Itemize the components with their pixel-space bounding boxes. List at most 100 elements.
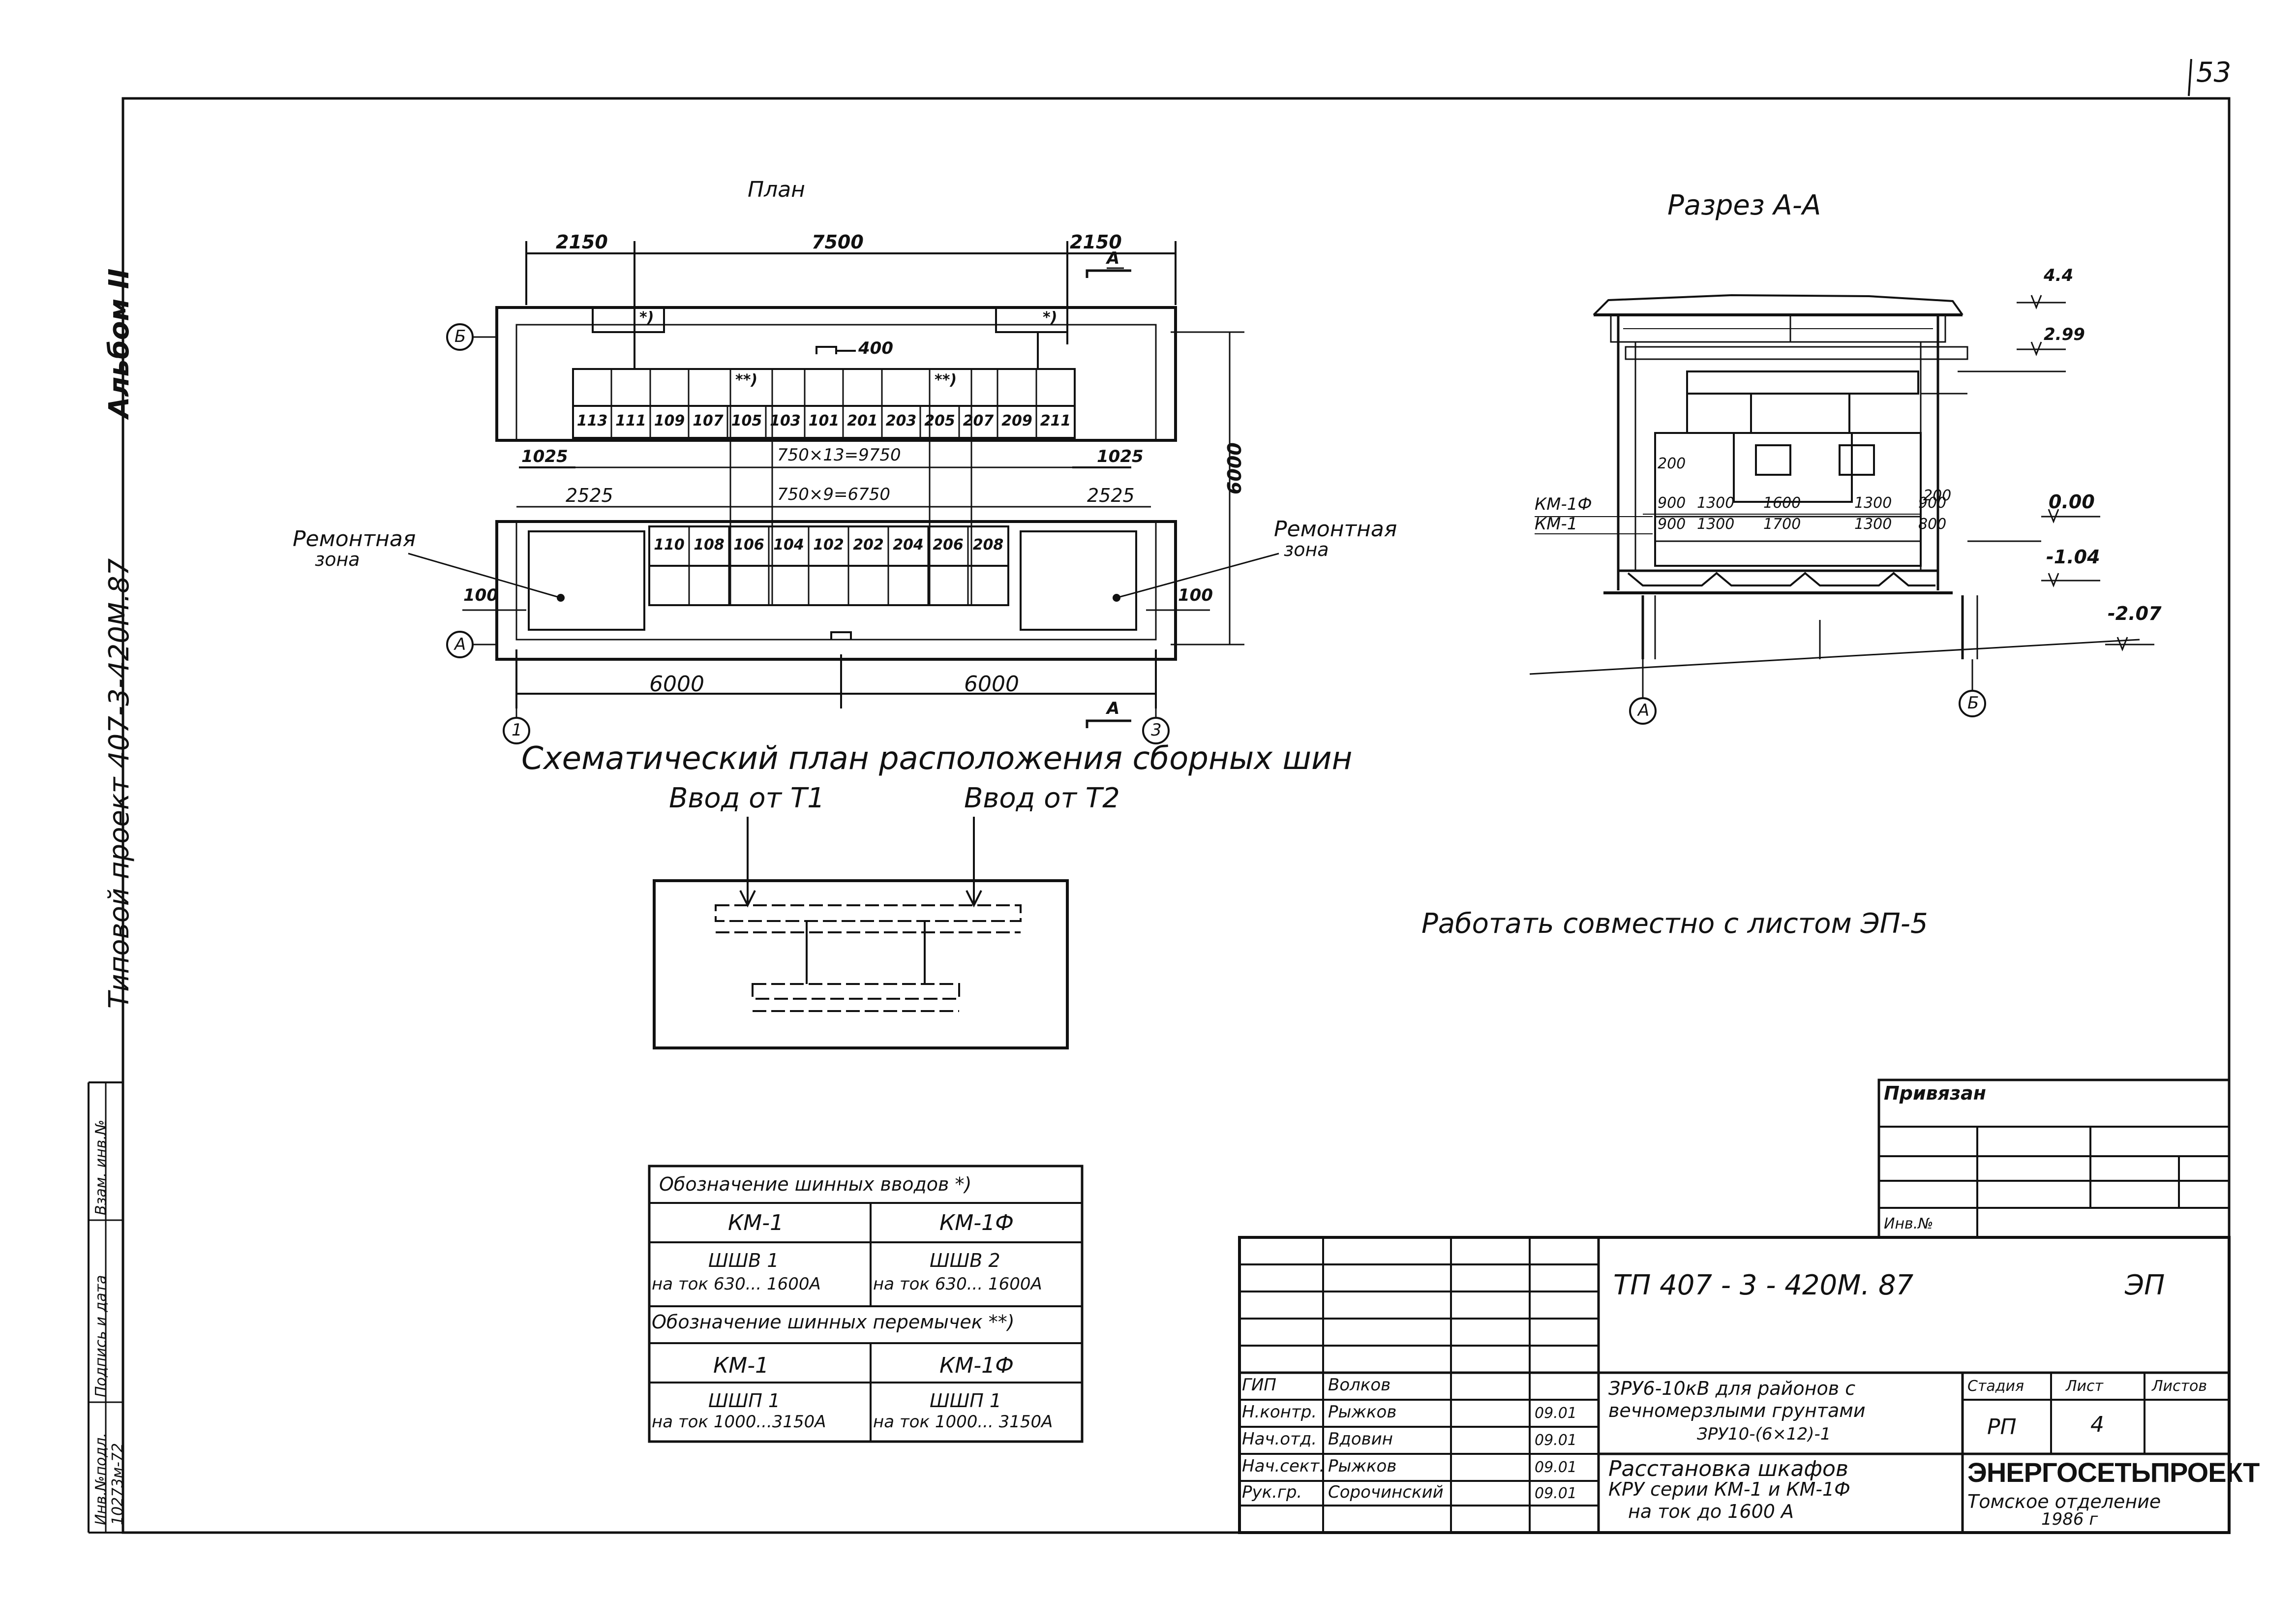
cell-113: 113 [576,412,608,430]
schematic-title: Схематический план расположения сборных … [521,740,1353,777]
cell-102: 102 [813,536,844,554]
tb-name-4: Рыжков [1328,1456,1397,1476]
album-label: Альбом II [103,268,135,418]
tb-date-5: 09.01 [1535,1485,1577,1502]
tb-stage-label: Стадия [1967,1378,2024,1395]
plan-dim-2525-left: 2525 [566,485,613,506]
tb-stage-value: РП [1987,1414,2017,1440]
designations-r2c1: КМ-1 [713,1353,769,1378]
plan-dim-2525-right: 2525 [1087,485,1135,506]
tb-role-3: Нач.отд. [1242,1429,1317,1449]
section-level-2-99: 2.99 [2044,325,2085,344]
section-km1-dim-1: 900 [1658,516,1686,533]
tb-section-code: ЭП [2125,1269,2165,1301]
cell-104: 104 [773,536,804,554]
cell-106: 106 [733,536,764,554]
section-level-4-4: 4.4 [2044,266,2074,285]
designations-title: Обозначение шинных вводов *) [659,1173,972,1195]
title-block-lines [1238,1078,2231,1534]
plan-dim-bottom-2: 6000 [964,672,1019,697]
tb-sheet-title-line2: КРУ серии КМ-1 и КМ-1Ф [1608,1478,1850,1500]
tb-role-5: Рук.гр. [1242,1482,1302,1502]
tb-object-line1: ЗРУ6-10кВ для районов с [1608,1378,1856,1399]
section-km1f-dim-1: 900 [1658,494,1686,512]
section-title: Разрез А-А [1667,189,1821,221]
section-axis-b: Б [1967,693,1979,713]
designations-r3c1-desc: на ток 1000...3150А [652,1412,826,1432]
cell-207: 207 [963,412,994,430]
plan-drawing [408,241,1279,744]
section-dim-200-b: 200 [1923,487,1952,504]
tb-object-line3: ЗРУ10-(6×12)-1 [1697,1424,1831,1444]
section-km1f-dim-5: 900 [1918,494,1947,512]
cell-101: 101 [808,412,840,430]
project-side-label: Типовой проект 407-3-420М.87 [103,558,135,1009]
section-level-m1-04: -1.04 [2046,546,2100,568]
designations-r3c2-desc: на ток 1000... 3150А [873,1412,1053,1432]
section-km1-dim-2: 1300 [1697,516,1735,533]
section-km1f-label: КМ-1Ф [1535,494,1592,514]
cell-211: 211 [1040,412,1071,430]
repair-zone-left-line1: Ремонтная [293,526,416,552]
cell-202: 202 [853,536,884,554]
designations-r1c1-desc: на ток 630... 1600А [652,1274,821,1294]
cell-108: 108 [694,536,725,554]
plan-dim-1025-right: 1025 [1097,447,1144,466]
tb-role-4: Нач.сект. [1242,1456,1325,1476]
section-km1-label: КМ-1 [1535,514,1578,534]
lower-cell-dividers [688,526,969,605]
tb-date-4: 09.01 [1535,1459,1577,1476]
plan-dim-bottom-1: 6000 [649,672,704,697]
plan-mark-dstar-left: **) [735,371,758,389]
side-sign-label: Подпись и дата [92,1275,110,1398]
section-km1f-dim-3: 1600 [1763,494,1801,512]
designations-r3c1-code: ШШП 1 [708,1390,781,1412]
tb-role-2: Н.контр. [1242,1402,1317,1422]
plan-axis-b: Б [454,327,466,346]
section-km1f-dim-2: 1300 [1697,494,1735,512]
designations-r1c1-code: ШШВ 1 [708,1250,779,1271]
plan-dim-6000-vertical: 6000 [1224,442,1245,494]
cell-201: 201 [847,412,878,430]
repair-zone-right-line1: Ремонтная [1274,517,1397,542]
schematic-input-t1: Ввод от Т1 [669,782,825,814]
tb-sheets-label: Листов [2152,1378,2207,1395]
cell-107: 107 [693,412,724,430]
designations-r2c2: КМ-1Ф [939,1353,1014,1378]
section-axis-a: А [1638,701,1650,720]
side-replace-label: Взам. инв.№ [92,1119,110,1215]
plan-dim-top-1: 2150 [556,231,608,253]
schematic-drawing [653,817,1069,1049]
plan-dim-cells-total: 750×13=9750 [777,445,901,465]
designations-col1: КМ-1 [728,1210,784,1235]
plan-dim-100-right: 100 [1178,585,1213,605]
cell-203: 203 [885,412,917,430]
plan-title: План [748,177,805,202]
tb-branch-line1: Томское отделение [1967,1491,2161,1512]
section-drawing [1529,294,2154,725]
schematic-input-t2: Ввод от Т2 [964,782,1120,814]
tb-name-1: Волков [1328,1375,1391,1395]
tb-name-2: Рыжков [1328,1402,1397,1422]
plan-section-mark-bottom: А [1107,699,1120,718]
tb-object-line2: вечномерзлыми грунтами [1608,1400,1866,1421]
plan-dim-top-3: 2150 [1070,231,1122,253]
designations-col2: КМ-1Ф [939,1210,1014,1235]
designations-r1c2-desc: на ток 630... 1600А [873,1274,1042,1294]
section-km1-dim-4: 1300 [1854,516,1892,533]
tb-sheet-title-line1: Расстановка шкафов [1608,1456,1848,1481]
plan-axis-a: А [454,635,466,654]
plan-axis-3: 3 [1151,720,1162,740]
tb-organization: ЭНЕРГОСЕТЬПРОЕКТ [1967,1457,2260,1488]
section-km1f-dim-4: 1300 [1854,494,1892,512]
tb-sheet-label: Лист [2066,1378,2104,1395]
plan-mark-star-right: *) [1043,309,1057,326]
section-level-m2-07: -2.07 [2108,603,2162,624]
tb-inv-no: Инв.№ [1884,1215,1933,1232]
cell-209: 209 [1001,412,1032,430]
plan-axis-1: 1 [512,720,522,740]
section-km1-dim-3: 1700 [1763,516,1801,533]
side-inv-label: Инв.№подл. [92,1433,110,1525]
plan-dim-400: 400 [858,338,893,358]
